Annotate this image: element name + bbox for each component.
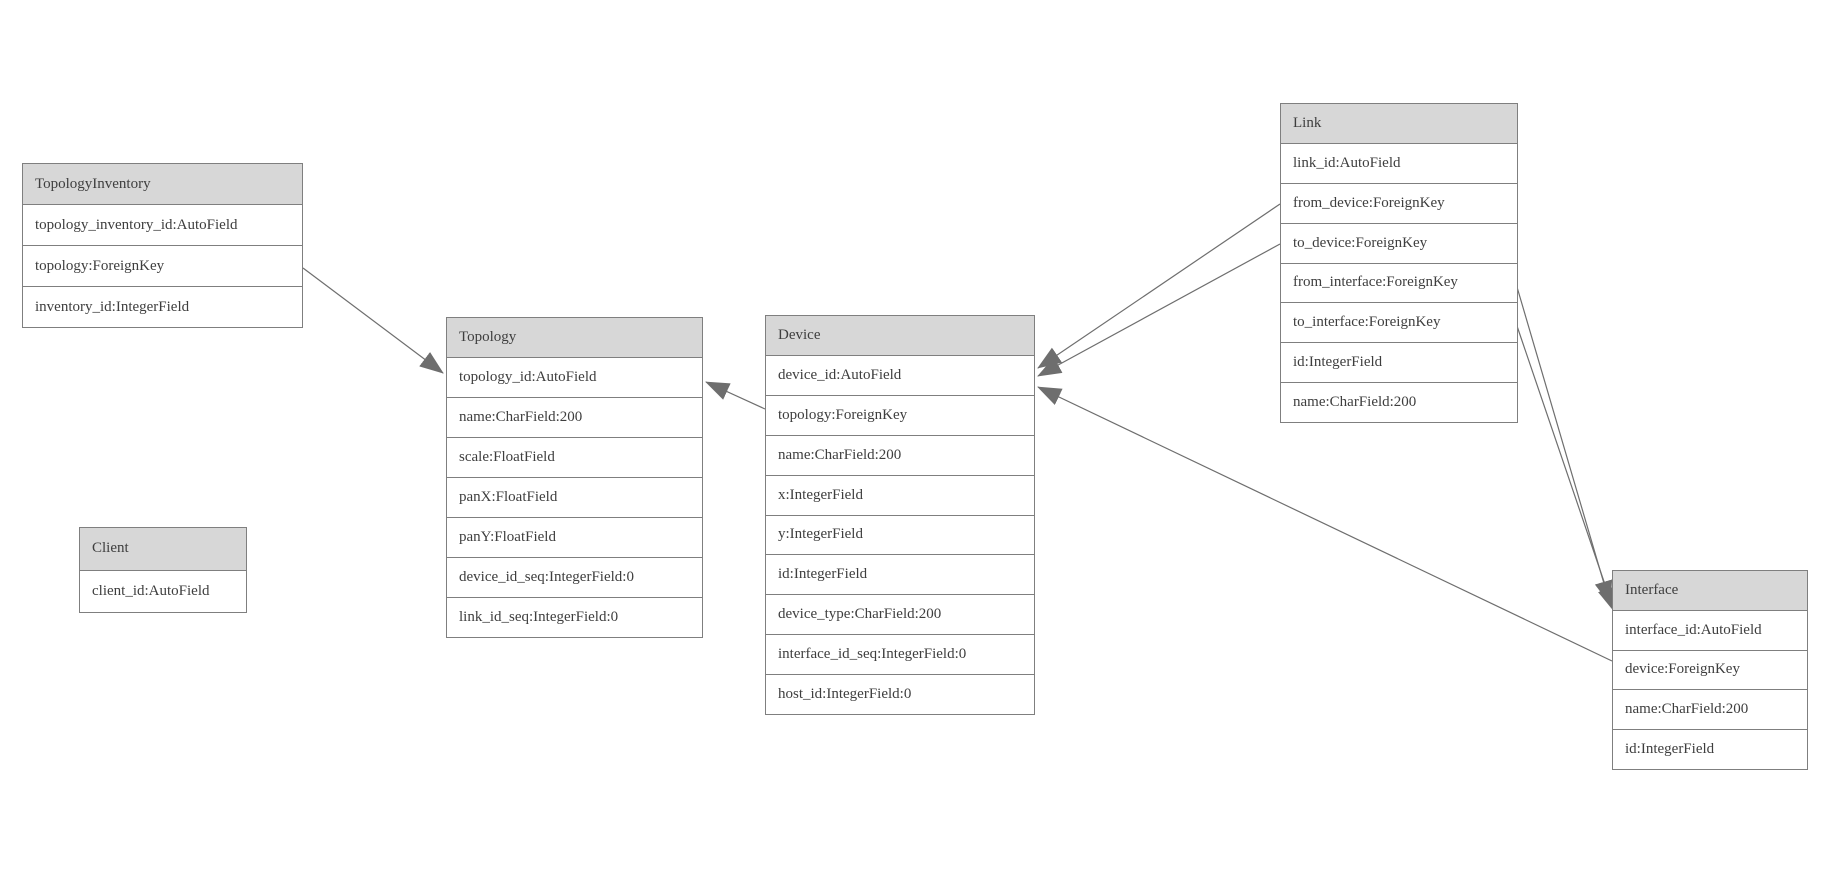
entity-field-row: interface_id:AutoField (1613, 609, 1807, 650)
entity-field-row: name:CharField:200 (766, 434, 1034, 475)
edge-interface-device-fk (1037, 386, 1613, 662)
entity-field-row: device_id:AutoField (766, 354, 1034, 395)
entity-field-row: id:IntegerField (766, 554, 1034, 595)
entity-field-row: device_type:CharField:200 (766, 594, 1034, 635)
entity-field-row: link_id_seq:IntegerField:0 (447, 597, 702, 637)
edge-device-topology-fk (705, 381, 766, 410)
edge-link-to_interface-interface-fk (1516, 325, 1616, 612)
entity-field-row: panY:FloatField (447, 517, 702, 557)
entity-title: Device (766, 316, 1034, 355)
entity-field-row: device:ForeignKey (1613, 649, 1807, 690)
entity-field-row: to_interface:ForeignKey (1281, 302, 1517, 343)
entity-field-row: host_id:IntegerField:0 (766, 674, 1034, 715)
entity-field-row: topology:ForeignKey (766, 394, 1034, 435)
entity-field-row: name:CharField:200 (1281, 382, 1517, 422)
entity-field-row: panX:FloatField (447, 477, 702, 517)
entity-field-row: from_device:ForeignKey (1281, 182, 1517, 223)
entity-title: TopologyInventory (23, 164, 302, 204)
edge-link-from_device-device-fk (1037, 203, 1281, 369)
entity-field-row: name:CharField:200 (1613, 689, 1807, 730)
edge-topologyinventory-topology-fk (302, 267, 444, 374)
entity-field-row: name:CharField:200 (447, 397, 702, 437)
entity-field-row: link_id:AutoField (1281, 142, 1517, 183)
entity-field-row: x:IntegerField (766, 474, 1034, 515)
entity-field-row: device_id_seq:IntegerField:0 (447, 557, 702, 597)
entity-field-row: to_device:ForeignKey (1281, 222, 1517, 263)
entity-field-row: client_id:AutoField (80, 569, 246, 612)
entity-title: Interface (1613, 571, 1807, 610)
entity-field-row: y:IntegerField (766, 514, 1034, 555)
entity-field-row: topology_id:AutoField (447, 357, 702, 397)
entity-title: Topology (447, 318, 702, 357)
edge-link-from_interface-interface-fk (1516, 286, 1613, 605)
entity-field-row: interface_id_seq:IntegerField:0 (766, 634, 1034, 675)
entity-title: Link (1281, 104, 1517, 143)
edge-link-to_device-device-fk (1037, 243, 1281, 377)
entity-field-row: id:IntegerField (1281, 342, 1517, 383)
entity-field-row: from_interface:ForeignKey (1281, 262, 1517, 303)
entity-title: Client (80, 528, 246, 570)
entity-field-row: id:IntegerField (1613, 729, 1807, 769)
entity-field-row: topology_inventory_id:AutoField (23, 204, 302, 245)
entity-field-row: scale:FloatField (447, 437, 702, 477)
entity-field-row: topology:ForeignKey (23, 245, 302, 286)
entity-field-row: inventory_id:IntegerField (23, 286, 302, 327)
